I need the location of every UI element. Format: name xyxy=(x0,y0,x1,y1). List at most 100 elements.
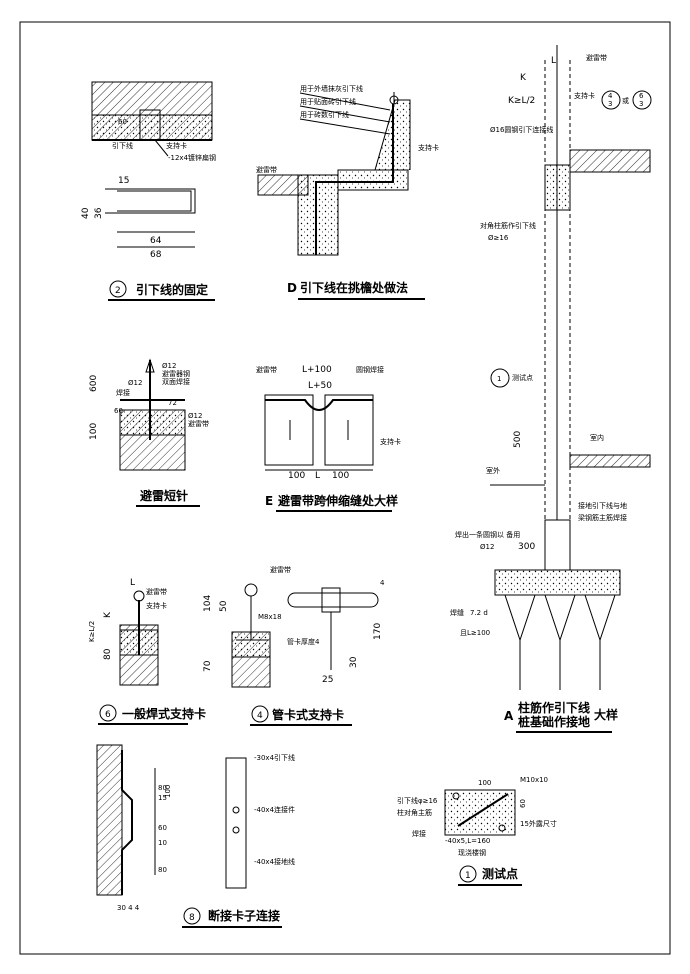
svg-text:避雷带: 避雷带 xyxy=(586,53,607,62)
svg-text:支持卡: 支持卡 xyxy=(146,601,167,610)
figure-D-eave-detail: 用于外墙抹灰引下线 用于贴面砖引下线 用于砖数引下线 避雷带 支持卡 D 引下线… xyxy=(256,84,439,300)
svg-text:焊接: 焊接 xyxy=(116,388,130,397)
label-d-zck: 支持卡 xyxy=(418,143,439,152)
svg-text:1: 1 xyxy=(497,375,501,383)
svg-text:Ø12: Ø12 xyxy=(128,379,142,387)
title-fig6: 一般焊式支持卡 xyxy=(122,706,206,721)
svg-text:柱对角主筋: 柱对角主筋 xyxy=(397,808,432,817)
svg-text:K≥L/2: K≥L/2 xyxy=(508,96,535,106)
figure-4-pipe-clip: 104 50 70 M8x18 避雷带 管卡厚度4 4 170 30 25 4 … xyxy=(203,565,385,726)
svg-text:4: 4 xyxy=(608,92,613,100)
svg-text:接地引下线与地: 接地引下线与地 xyxy=(578,501,627,510)
svg-text:现浇楼钢: 现浇楼钢 xyxy=(458,848,486,857)
svg-text:避雷带: 避雷带 xyxy=(256,365,277,374)
svg-text:15外露尺寸: 15外露尺寸 xyxy=(520,819,557,828)
svg-text:6: 6 xyxy=(639,92,644,100)
svg-text:Ø12: Ø12 xyxy=(162,362,176,370)
figure-6-welded-clip: L 避雷带 支持卡 K K≥L/2 80 6 一般焊式支持卡 xyxy=(88,578,206,725)
svg-text:8: 8 xyxy=(189,913,195,923)
svg-text:K: K xyxy=(520,73,527,83)
svg-text:-40x4接地线: -40x4接地线 xyxy=(254,857,295,866)
svg-text:Ø≥16: Ø≥16 xyxy=(488,234,509,242)
svg-text:焊出一条圆钢以 备用: 焊出一条圆钢以 备用 xyxy=(455,530,520,539)
svg-text:3: 3 xyxy=(639,100,643,108)
svg-text:1: 1 xyxy=(465,871,471,881)
svg-text:测试点: 测试点 xyxy=(512,373,533,382)
figure-8-disconnect-clip: 80 15 100 60 10 80 30 4 4 -30x4引下线 -40x4… xyxy=(96,744,295,928)
svg-text:室外: 室外 xyxy=(486,466,500,475)
svg-text:72: 72 xyxy=(168,399,177,407)
svg-text:100: 100 xyxy=(288,471,305,481)
figure-1-test-point: 100 M10x10 60 引下线φ≥16 柱对角主筋 焊接 -40x5,L=1… xyxy=(397,776,557,886)
svg-text:L+100: L+100 xyxy=(302,365,332,375)
svg-text:或: 或 xyxy=(622,96,629,105)
dim-36: 36 xyxy=(94,207,104,219)
svg-text:60: 60 xyxy=(114,407,123,415)
svg-text:3: 3 xyxy=(608,100,612,108)
circle-2 xyxy=(109,280,127,298)
svg-text:2: 2 xyxy=(115,286,121,296)
svg-text:引下线φ≥16: 引下线φ≥16 xyxy=(397,796,438,805)
figure-E-expansion-joint: 避雷带 圆钢焊接 支持卡 L+100 L+50 100 L 100 E 避雷带跨… xyxy=(256,365,401,512)
label-d1: 用于外墙抹灰引下线 xyxy=(300,84,363,93)
title-fig2: 引下线的固定 xyxy=(136,282,208,297)
svg-text:室内: 室内 xyxy=(590,433,604,442)
svg-text:避雷带: 避雷带 xyxy=(188,419,209,428)
svg-text:100: 100 xyxy=(89,423,99,440)
dim-68: 68 xyxy=(150,250,162,260)
title-fig-a-2: 桩基础作接地 xyxy=(518,714,590,729)
svg-text:Ø12: Ø12 xyxy=(480,543,494,551)
svg-text:30 4 4: 30 4 4 xyxy=(117,904,140,912)
svg-text:焊接: 焊接 xyxy=(412,829,426,838)
svg-text:Ø16圆钢引下连接线: Ø16圆钢引下连接线 xyxy=(490,125,553,134)
title-fig1: 测试点 xyxy=(482,866,518,881)
svg-text:100: 100 xyxy=(332,471,349,481)
title-fig-d: 引下线在挑檐处做法 xyxy=(300,280,408,295)
svg-text:100: 100 xyxy=(478,779,491,787)
svg-text:10: 10 xyxy=(158,839,167,847)
svg-text:支持卡: 支持卡 xyxy=(380,437,401,446)
label-d-bld: 避雷带 xyxy=(256,165,277,174)
title-fig-a-1: 柱筋作引下线 xyxy=(518,700,590,715)
svg-text:L: L xyxy=(551,56,556,66)
label-flat-steel: -12x4镀锌扁钢 xyxy=(168,153,216,162)
label-support-clip: 支持卡 xyxy=(166,141,187,150)
svg-text:80: 80 xyxy=(158,866,167,874)
dim-15: 15 xyxy=(118,176,129,186)
sheet-border xyxy=(19,21,671,955)
dim-64: 64 xyxy=(150,236,162,246)
svg-text:100: 100 xyxy=(164,785,172,798)
svg-text:80: 80 xyxy=(103,648,113,660)
svg-text:L+50: L+50 xyxy=(308,381,332,391)
svg-text:对角柱筋作引下线: 对角柱筋作引下线 xyxy=(480,221,536,230)
svg-text:管卡厚度4: 管卡厚度4 xyxy=(287,637,320,646)
figure-short-rod: 600 100 60 72 Ø12 避雷器钢 Ø12 焊接 双面焊接 Ø12 避… xyxy=(89,358,209,507)
svg-text:避雷带: 避雷带 xyxy=(146,587,167,596)
label-d2: 用于贴面砖引下线 xyxy=(300,97,356,106)
svg-text:梁钢筋主筋焊接: 梁钢筋主筋焊接 xyxy=(578,513,627,522)
svg-text:L: L xyxy=(130,578,135,588)
svg-text:170: 170 xyxy=(373,623,383,640)
svg-text:600: 600 xyxy=(89,375,99,392)
svg-text:支持卡: 支持卡 xyxy=(574,91,595,100)
figure-2-downlead-fixing: 60 引下线 支持卡 -12x4镀锌扁钢 15 40 36 64 68 2 引下… xyxy=(81,81,216,301)
svg-text:圆钢焊接: 圆钢焊接 xyxy=(356,365,384,374)
svg-text:L: L xyxy=(315,471,320,481)
svg-text:7.2 d: 7.2 d xyxy=(470,609,488,617)
svg-text:K≥L/2: K≥L/2 xyxy=(88,621,96,642)
svg-text:-30x4引下线: -30x4引下线 xyxy=(254,753,295,762)
svg-text:300: 300 xyxy=(518,542,535,552)
svg-text:15: 15 xyxy=(158,794,167,802)
svg-text:M8x18: M8x18 xyxy=(258,613,282,621)
svg-text:Ø12: Ø12 xyxy=(188,412,202,420)
svg-text:500: 500 xyxy=(513,431,523,448)
svg-text:60: 60 xyxy=(158,824,167,832)
figure-A-column-downlead: L K K≥L/2 避雷带 支持卡 4 3 或 6 3 Ø16圆钢引下连接线 对… xyxy=(450,45,652,733)
svg-text:避雷带: 避雷带 xyxy=(270,565,291,574)
svg-text:焊缝: 焊缝 xyxy=(450,608,464,617)
svg-text:M10x10: M10x10 xyxy=(520,776,548,784)
svg-text:4: 4 xyxy=(257,711,263,721)
title-fig-a-suffix: 大样 xyxy=(594,707,618,722)
svg-text:避雷器钢: 避雷器钢 xyxy=(162,369,190,378)
